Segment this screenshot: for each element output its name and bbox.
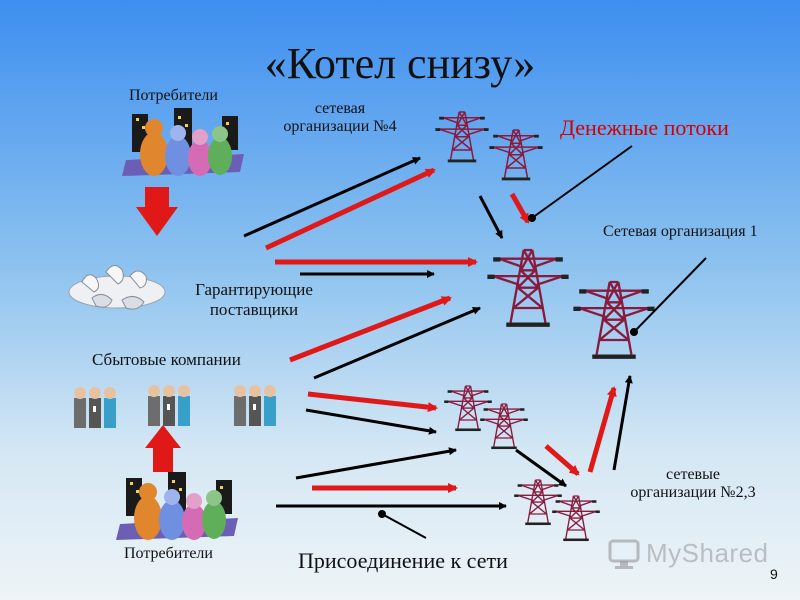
money-arrow [264,167,436,251]
tower-org3-b [551,495,601,542]
flow-arrow [478,195,504,239]
watermark-logo-icon [608,539,640,569]
flow-arrow [612,375,633,471]
money-arrow [307,391,438,413]
slide-title: «Котел снизу» [264,39,536,88]
network-org-4-line2: организации №4 [283,118,397,135]
network-org-4-label: сетевая организации №4 [270,100,410,136]
consumers-bottom-clipart [116,472,238,540]
flow-arrow [313,306,481,380]
flow-arrow [515,448,567,488]
guaranteeing-line1: Гарантирующие [195,280,313,299]
network-orgs-23-line1: сетевые [666,466,720,483]
org1-pointer [633,257,707,333]
consumers-top-label: Потребители [129,87,218,104]
network-orgs-23-line2: организации №2,3 [630,484,756,501]
tower-org3-a [513,479,563,526]
flow-arrow [243,156,421,238]
flow-arrow [295,447,457,480]
consumers-top-clipart [122,108,244,176]
guaranteeing-suppliers-clipart [68,264,166,310]
tower-org1-a [486,248,570,329]
sales-companies-clipart-2 [148,385,190,426]
watermark-text: MyShared [646,538,769,568]
sales-companies-clipart-3 [234,385,276,426]
up-block-arrow [145,425,181,472]
tower-org4-b [488,129,544,182]
tower-org1-b [572,280,656,361]
network-orgs-23-label: сетевые организации №2,3 [600,466,786,502]
flow-arrow [305,408,437,435]
consumers-bottom-label: Потребители [124,545,213,562]
guaranteeing-line2: поставщики [209,300,299,319]
money-arrow [544,444,580,476]
sales-companies-clipart-1 [74,387,116,428]
money-flows-label: Денежные потоки [560,115,729,140]
network-org-1-label: Сетевая организация 1 [603,223,758,240]
sales-companies-label: Сбытовые компании [92,350,241,369]
grid-connection-pointer [381,513,427,539]
page-number: 9 [770,566,778,582]
money-arrow [587,386,617,473]
down-block-arrow [136,187,178,236]
tower-org4-a [434,111,490,164]
money-flows-pointer [531,145,633,219]
guaranteeing-suppliers-label: Гарантирующие поставщики [176,280,332,320]
grid-connection-label: Присоединение к сети [298,548,508,573]
money-arrow [509,192,531,224]
tower-org2-b [479,403,529,450]
network-org-4-line1: сетевая [314,100,366,117]
money-arrow [289,295,452,363]
